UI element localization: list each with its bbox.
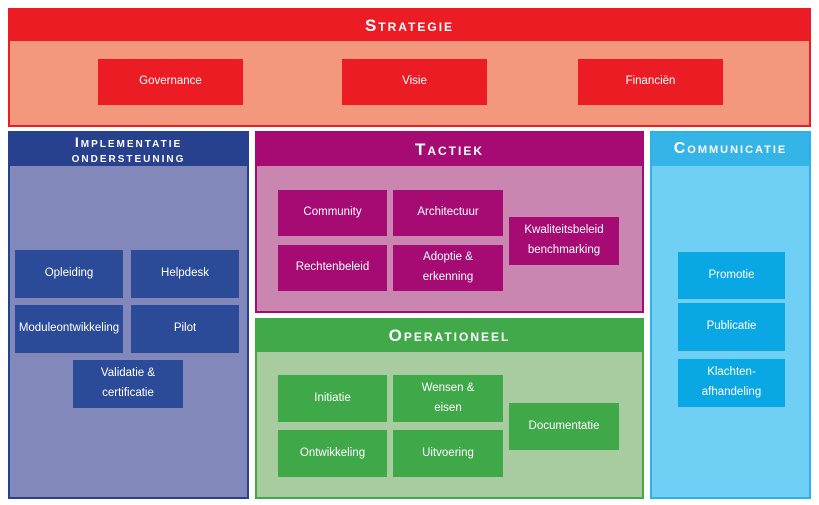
section-implementatie-ondersteuning-header: Implementatie ondersteuning [10, 133, 247, 166]
button-validatie-certificatie[interactable]: Validatie & certificatie [73, 360, 183, 408]
section-implementatie-ondersteuning-body: Opleiding Helpdesk Moduleontwikkeling Pi… [10, 166, 247, 497]
section-communicatie: Communicatie Promotie Publicatie Klachte… [650, 131, 811, 499]
button-visie[interactable]: Visie [342, 59, 487, 105]
button-ontwikkeling[interactable]: Ontwikkeling [278, 430, 387, 477]
section-operationeel-body: Initiatie Wensen & eisen Documentatie On… [257, 352, 642, 497]
section-tactiek-body: Community Architectuur Kwaliteitsbeleid … [257, 166, 642, 311]
button-opleiding[interactable]: Opleiding [15, 250, 123, 298]
section-communicatie-header: Communicatie [652, 133, 809, 166]
button-financien[interactable]: Financiën [578, 59, 723, 105]
button-helpdesk[interactable]: Helpdesk [131, 250, 239, 298]
button-pilot[interactable]: Pilot [131, 305, 239, 353]
section-implementatie-title-line1: Implementatie [74, 133, 183, 150]
section-implementatie-ondersteuning: Implementatie ondersteuning Opleiding He… [8, 131, 249, 499]
section-strategie: Strategie Governance Visie Financiën [8, 8, 811, 127]
section-implementatie-title-line2: ondersteuning [71, 148, 186, 165]
button-initiatie[interactable]: Initiatie [278, 375, 387, 422]
button-documentatie[interactable]: Documentatie [509, 403, 619, 450]
section-communicatie-title: Communicatie [673, 140, 788, 158]
section-operationeel-title: Operationeel [388, 326, 511, 346]
button-adoptie-erkenning[interactable]: Adoptie & erkenning [393, 245, 503, 291]
section-tactiek: Tactiek Community Architectuur Kwaliteit… [255, 131, 644, 313]
button-wensen-eisen[interactable]: Wensen & eisen [393, 375, 503, 422]
button-moduleontwikkeling[interactable]: Moduleontwikkeling [15, 305, 123, 353]
button-kwaliteitsbeleid-benchmarking[interactable]: Kwaliteitsbeleid benchmarking [509, 217, 619, 265]
section-tactiek-header: Tactiek [257, 133, 642, 166]
button-klachten-afhandeling[interactable]: Klachten- afhandeling [678, 359, 785, 407]
button-community[interactable]: Community [278, 190, 387, 236]
button-publicatie[interactable]: Publicatie [678, 303, 785, 351]
section-strategie-header: Strategie [10, 10, 809, 41]
button-architectuur[interactable]: Architectuur [393, 190, 503, 236]
button-promotie[interactable]: Promotie [678, 252, 785, 299]
button-rechtenbeleid[interactable]: Rechtenbeleid [278, 245, 387, 291]
section-strategie-body: Governance Visie Financiën [10, 41, 809, 125]
section-tactiek-title: Tactiek [414, 139, 485, 159]
section-operationeel-header: Operationeel [257, 320, 642, 352]
section-operationeel: Operationeel Initiatie Wensen & eisen Do… [255, 318, 644, 499]
section-strategie-title: Strategie [364, 15, 455, 35]
button-uitvoering[interactable]: Uitvoering [393, 430, 503, 477]
section-communicatie-body: Promotie Publicatie Klachten- afhandelin… [652, 166, 809, 497]
button-governance[interactable]: Governance [98, 59, 243, 105]
